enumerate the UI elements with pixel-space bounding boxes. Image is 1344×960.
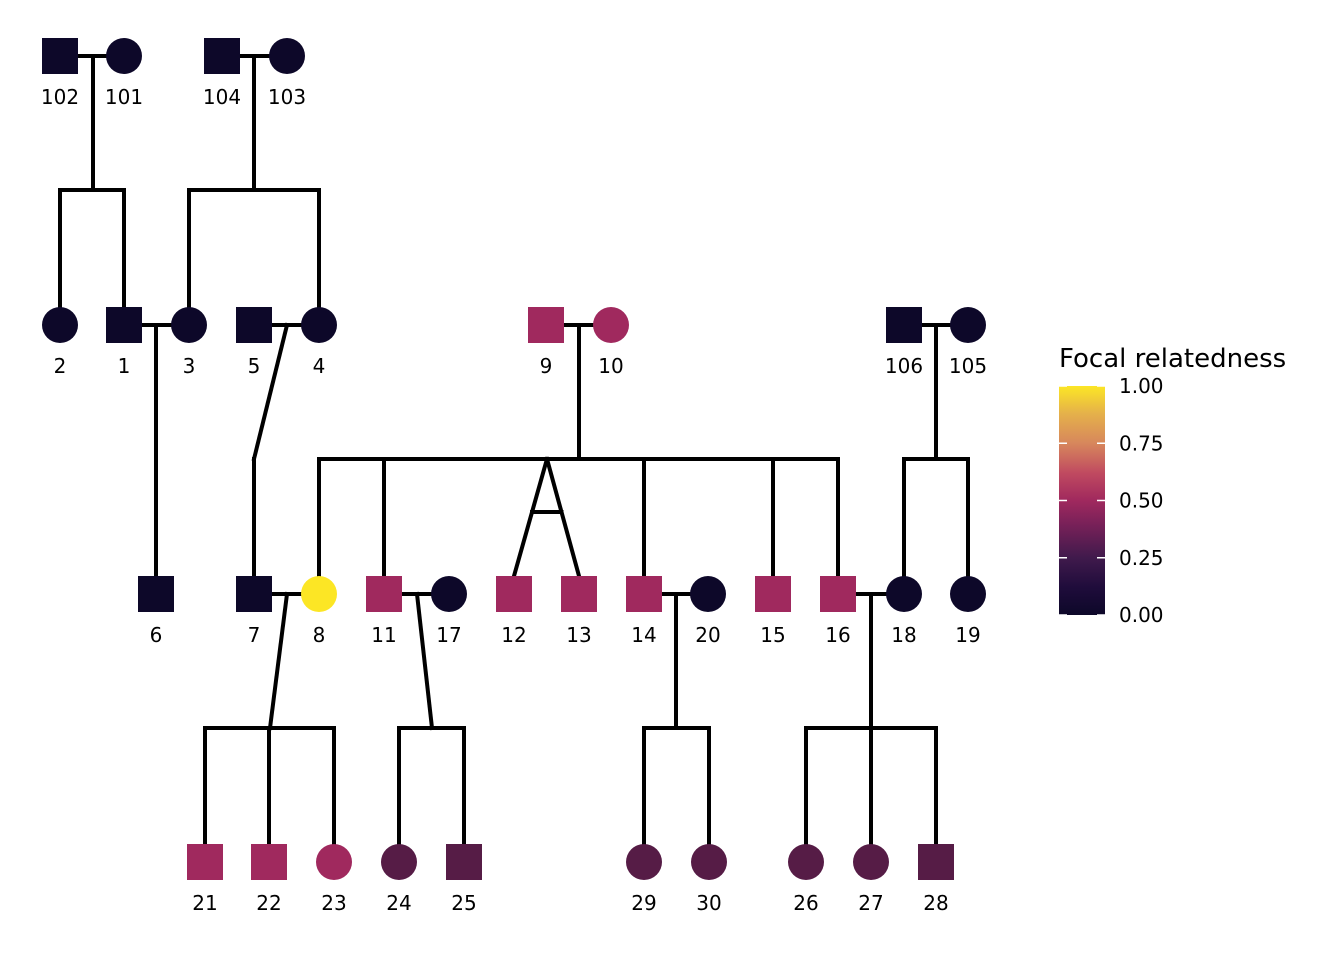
individual-id-label: 1 (118, 354, 131, 378)
individual-id-label: 2 (54, 354, 67, 378)
individual-id-label: 25 (451, 891, 476, 915)
female-circle-icon (853, 844, 889, 880)
individual-id-label: 30 (696, 891, 721, 915)
male-square-icon (918, 844, 954, 880)
individual-id-label: 5 (248, 354, 261, 378)
individual-id-label: 12 (501, 623, 526, 647)
individual-id-label: 17 (436, 623, 461, 647)
male-square-icon (755, 576, 791, 612)
female-circle-icon (106, 38, 142, 74)
individual-id-label: 101 (105, 85, 143, 109)
individual-id-label: 29 (631, 891, 656, 915)
individual-id-label: 22 (256, 891, 281, 915)
descent-line (414, 591, 435, 731)
female-circle-icon (269, 38, 305, 74)
female-circle-icon (626, 844, 662, 880)
female-circle-icon (171, 307, 207, 343)
male-square-icon (251, 844, 287, 880)
female-circle-icon (316, 844, 352, 880)
legend-tick-label: 0.25 (1119, 546, 1164, 570)
male-square-icon (528, 307, 564, 343)
individual-id-label: 11 (371, 623, 396, 647)
male-square-icon (204, 38, 240, 74)
female-circle-icon (691, 844, 727, 880)
individual-id-label: 102 (41, 85, 79, 109)
male-square-icon (496, 576, 532, 612)
legend-title: Focal relatedness (1059, 344, 1286, 374)
individual-id-label: 4 (313, 354, 326, 378)
individual-id-label: 105 (949, 354, 987, 378)
individual-id-label: 18 (891, 623, 916, 647)
male-square-icon (42, 38, 78, 74)
individual-id-label: 7 (248, 623, 261, 647)
female-circle-icon (886, 576, 922, 612)
individual-id-label: 19 (955, 623, 980, 647)
male-square-icon (106, 307, 142, 343)
legend-tick-label: 0.50 (1119, 489, 1164, 513)
female-circle-icon (690, 576, 726, 612)
female-circle-icon (431, 576, 467, 612)
individual-id-label: 106 (885, 354, 923, 378)
individual-id-label: 28 (923, 891, 948, 915)
individual-id-label: 103 (268, 85, 306, 109)
female-circle-icon (950, 307, 986, 343)
male-square-icon (561, 576, 597, 612)
legend-ticks: 0.00 0.25 0.50 0.75 1.00 (1059, 374, 1164, 627)
female-circle-icon (950, 576, 986, 612)
individual-id-label: 20 (695, 623, 720, 647)
individual-id-label: 14 (631, 623, 656, 647)
legend-tick-label: 0.75 (1119, 431, 1164, 455)
individual-id-label: 24 (386, 891, 411, 915)
individuals (42, 38, 986, 880)
descent-line (267, 591, 290, 731)
legend-tick-label: 1.00 (1119, 374, 1164, 398)
male-square-icon (138, 576, 174, 612)
individual-id-label: 8 (313, 623, 326, 647)
individual-id-label: 9 (540, 354, 553, 378)
individual-id-label: 104 (203, 85, 241, 109)
individual-id-label: 27 (858, 891, 883, 915)
male-square-icon (366, 576, 402, 612)
female-circle-icon (42, 307, 78, 343)
descent-line (251, 322, 290, 462)
individual-id-label: 21 (192, 891, 217, 915)
male-square-icon (820, 576, 856, 612)
female-circle-icon (301, 307, 337, 343)
male-square-icon (886, 307, 922, 343)
individual-id-label: 26 (793, 891, 818, 915)
male-square-icon (236, 307, 272, 343)
female-circle-icon (301, 576, 337, 612)
individual-id-label: 16 (825, 623, 850, 647)
connector-lines (58, 54, 970, 846)
female-circle-icon (593, 307, 629, 343)
female-circle-icon (381, 844, 417, 880)
legend: Focal relatedness 0.00 0.25 0.50 0.75 1.00 (1059, 344, 1286, 627)
legend-tick-label: 0.00 (1119, 603, 1164, 627)
individual-id-label: 10 (598, 354, 623, 378)
female-circle-icon (788, 844, 824, 880)
individual-id-label: 23 (321, 891, 346, 915)
male-square-icon (187, 844, 223, 880)
male-square-icon (236, 576, 272, 612)
male-square-icon (446, 844, 482, 880)
twin-line (511, 456, 550, 579)
male-square-icon (626, 576, 662, 612)
individual-id-label: 13 (566, 623, 591, 647)
twin-line (544, 456, 582, 579)
individual-id-label: 15 (760, 623, 785, 647)
individual-id-label: 6 (150, 623, 163, 647)
individual-id-label: 3 (183, 354, 196, 378)
